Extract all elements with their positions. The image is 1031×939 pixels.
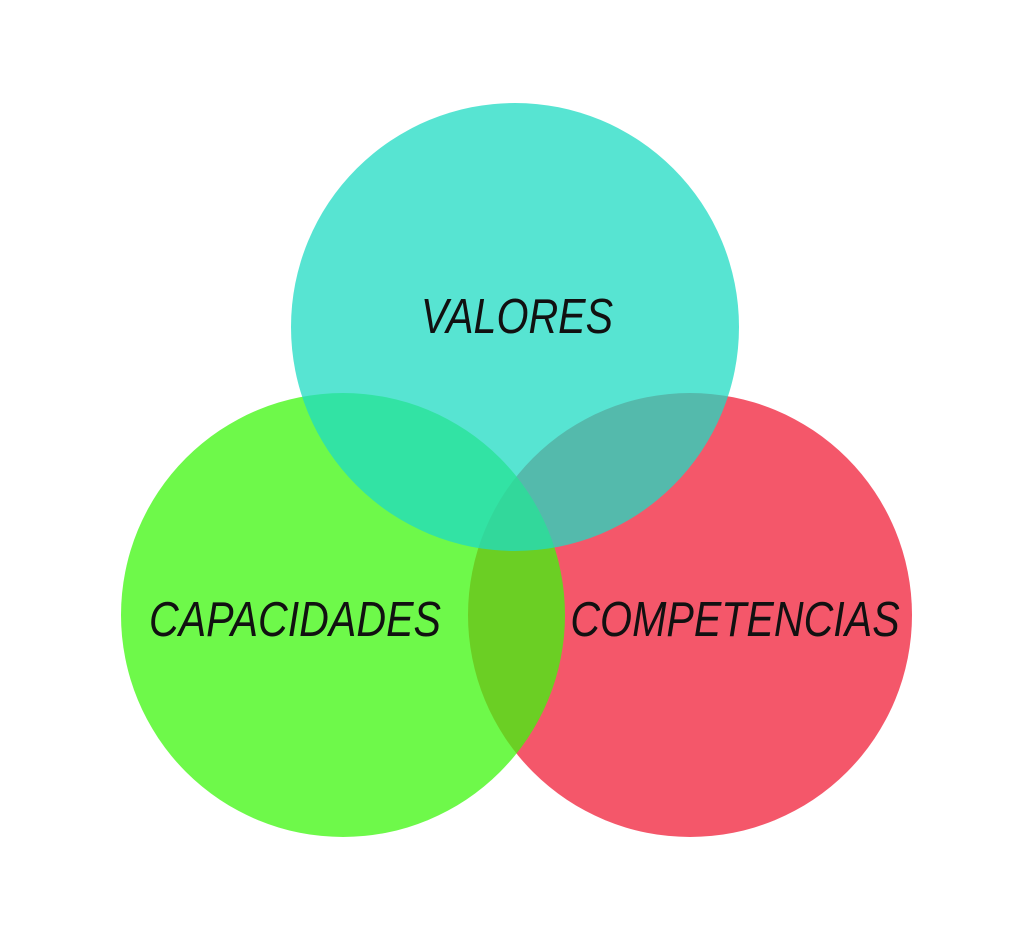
label-capacidades: CAPACIDADES — [148, 593, 442, 647]
circle-valores — [291, 103, 739, 551]
label-competencias: COMPETENCIAS — [570, 593, 900, 647]
label-valores: VALORES — [420, 290, 614, 344]
